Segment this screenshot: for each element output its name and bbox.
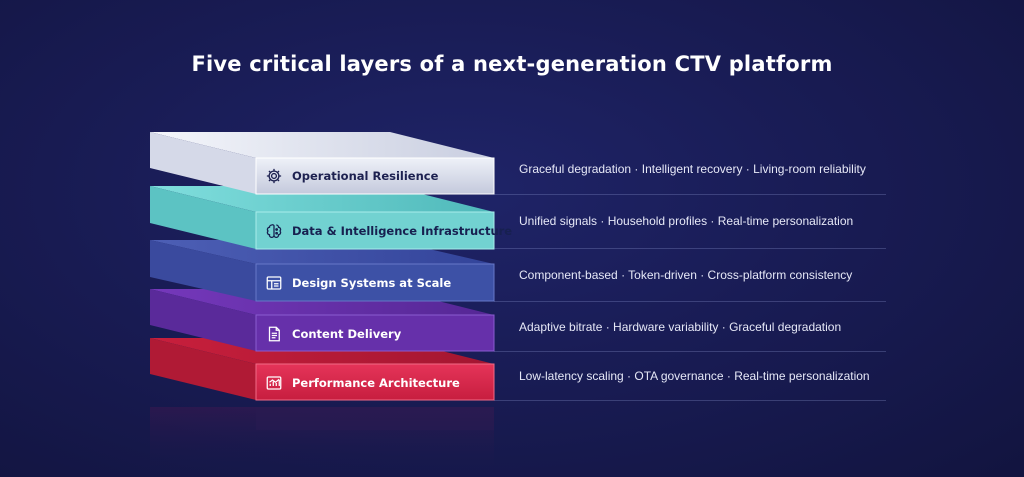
layer-description-operational-resilience: Graceful degradation · Intelligent recov…	[519, 162, 866, 176]
divider	[494, 351, 886, 352]
gear-icon	[265, 167, 283, 185]
layer-description-content-delivery: Adaptive bitrate · Hardware variability …	[519, 320, 842, 334]
layout-icon	[265, 274, 283, 292]
layer-label-performance-architecture: Performance Architecture	[265, 371, 460, 395]
stack-reflection	[150, 407, 494, 477]
brain-icon	[265, 222, 283, 240]
layer-description-design-systems: Component-based · Token-driven · Cross-p…	[519, 268, 853, 282]
document-icon	[265, 325, 283, 343]
divider	[494, 194, 886, 195]
layer-label-data-intelligence: Data & Intelligence Infrastructure	[265, 219, 512, 243]
layer-name: Operational Resilience	[292, 169, 439, 183]
layer-label-design-systems: Design Systems at Scale	[265, 271, 451, 295]
diagram-title: Five critical layers of a next-generatio…	[191, 52, 833, 76]
divider	[494, 301, 886, 302]
layer-name: Data & Intelligence Infrastructure	[292, 224, 513, 238]
layer-slab-operational-resilience	[150, 132, 495, 195]
layer-name: Performance Architecture	[292, 376, 460, 390]
layer-description-performance-architecture: Low-latency scaling · OTA governance · R…	[519, 369, 870, 383]
layer-name: Content Delivery	[292, 327, 402, 341]
layer-label-operational-resilience: Operational Resilience	[265, 164, 438, 188]
layer-name: Design Systems at Scale	[292, 276, 452, 290]
divider	[494, 400, 886, 401]
chart-icon	[265, 374, 283, 392]
layer-label-content-delivery: Content Delivery	[265, 322, 401, 346]
layer-description-data-intelligence: Unified signals · Household profiles · R…	[519, 214, 854, 228]
divider	[494, 248, 886, 249]
